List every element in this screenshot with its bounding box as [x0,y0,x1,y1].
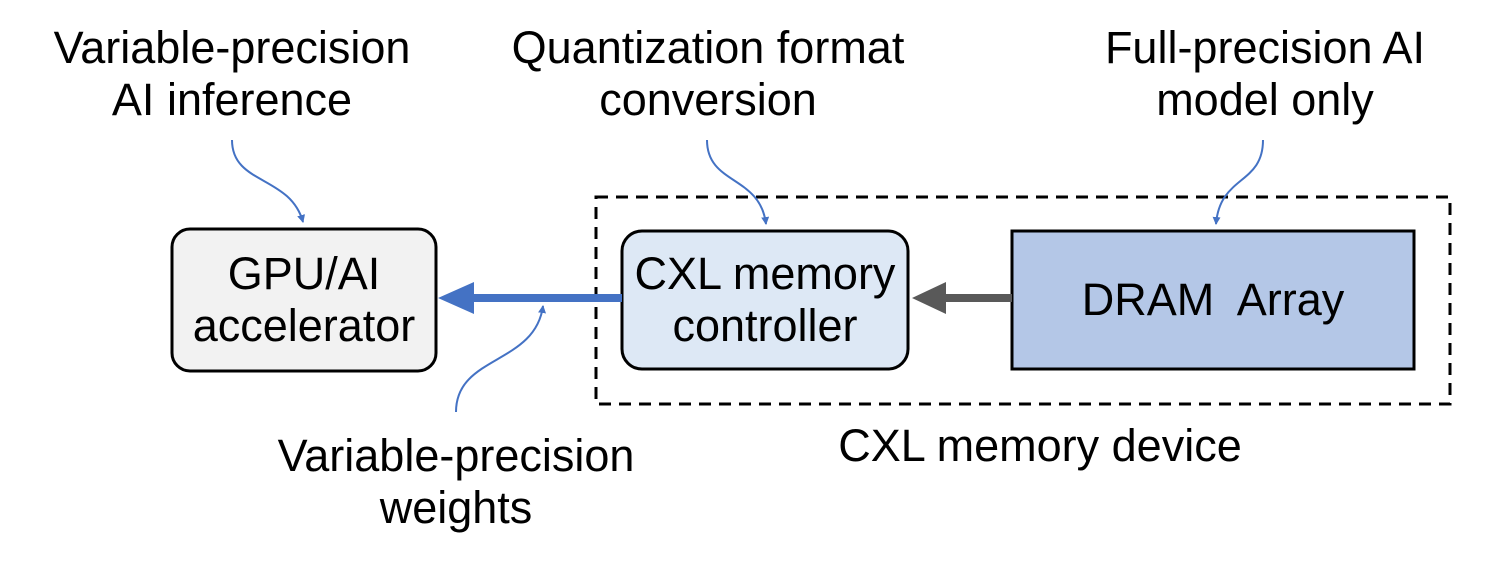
dram-label: DRAM Array [1012,231,1414,369]
weights-annotation-line2: weights [379,482,533,533]
cxl-device-boundary [594,195,1452,406]
dram-callout-arrow [1212,139,1264,225]
weights-annotation: Variable-precision weights [256,430,656,534]
dram-box [1010,229,1416,371]
gpu-label-line2: accelerator [192,300,416,351]
weights-callout-arrow [455,305,547,413]
controller-annotation: Quantization format conversion [488,22,928,126]
weights-arrow-head [438,282,474,314]
gpu-annotation-line2: AI inference [111,74,353,125]
weights-annotation-line1: Variable-precision [277,430,635,481]
controller-annotation-line1: Quantization format [511,22,905,73]
dram-arrow-head [912,282,946,314]
gpu-annotation-line1: Variable-precision [53,22,411,73]
gpu-box [170,227,438,373]
controller-label-line2: controller [672,300,858,351]
dram-label-text: DRAM Array [1081,274,1345,325]
gpu-label: GPU/AI accelerator [172,229,436,371]
device-label: CXL memory device [838,420,1242,471]
gpu-callout-arrow [231,139,305,223]
gpu-label-line1: GPU/AI [227,248,381,299]
controller-label-line1: CXL memory [634,248,896,299]
controller-callout-arrow [706,139,770,225]
dram-annotation-line2: model only [1156,74,1374,125]
dram-annotation-line1: Full-precision AI [1104,22,1426,73]
controller-annotation-line2: conversion [599,74,817,125]
controller-label: CXL memory controller [622,231,908,369]
dram-annotation: Full-precision AI model only [1060,22,1470,126]
gpu-annotation: Variable-precision AI inference [32,22,432,126]
